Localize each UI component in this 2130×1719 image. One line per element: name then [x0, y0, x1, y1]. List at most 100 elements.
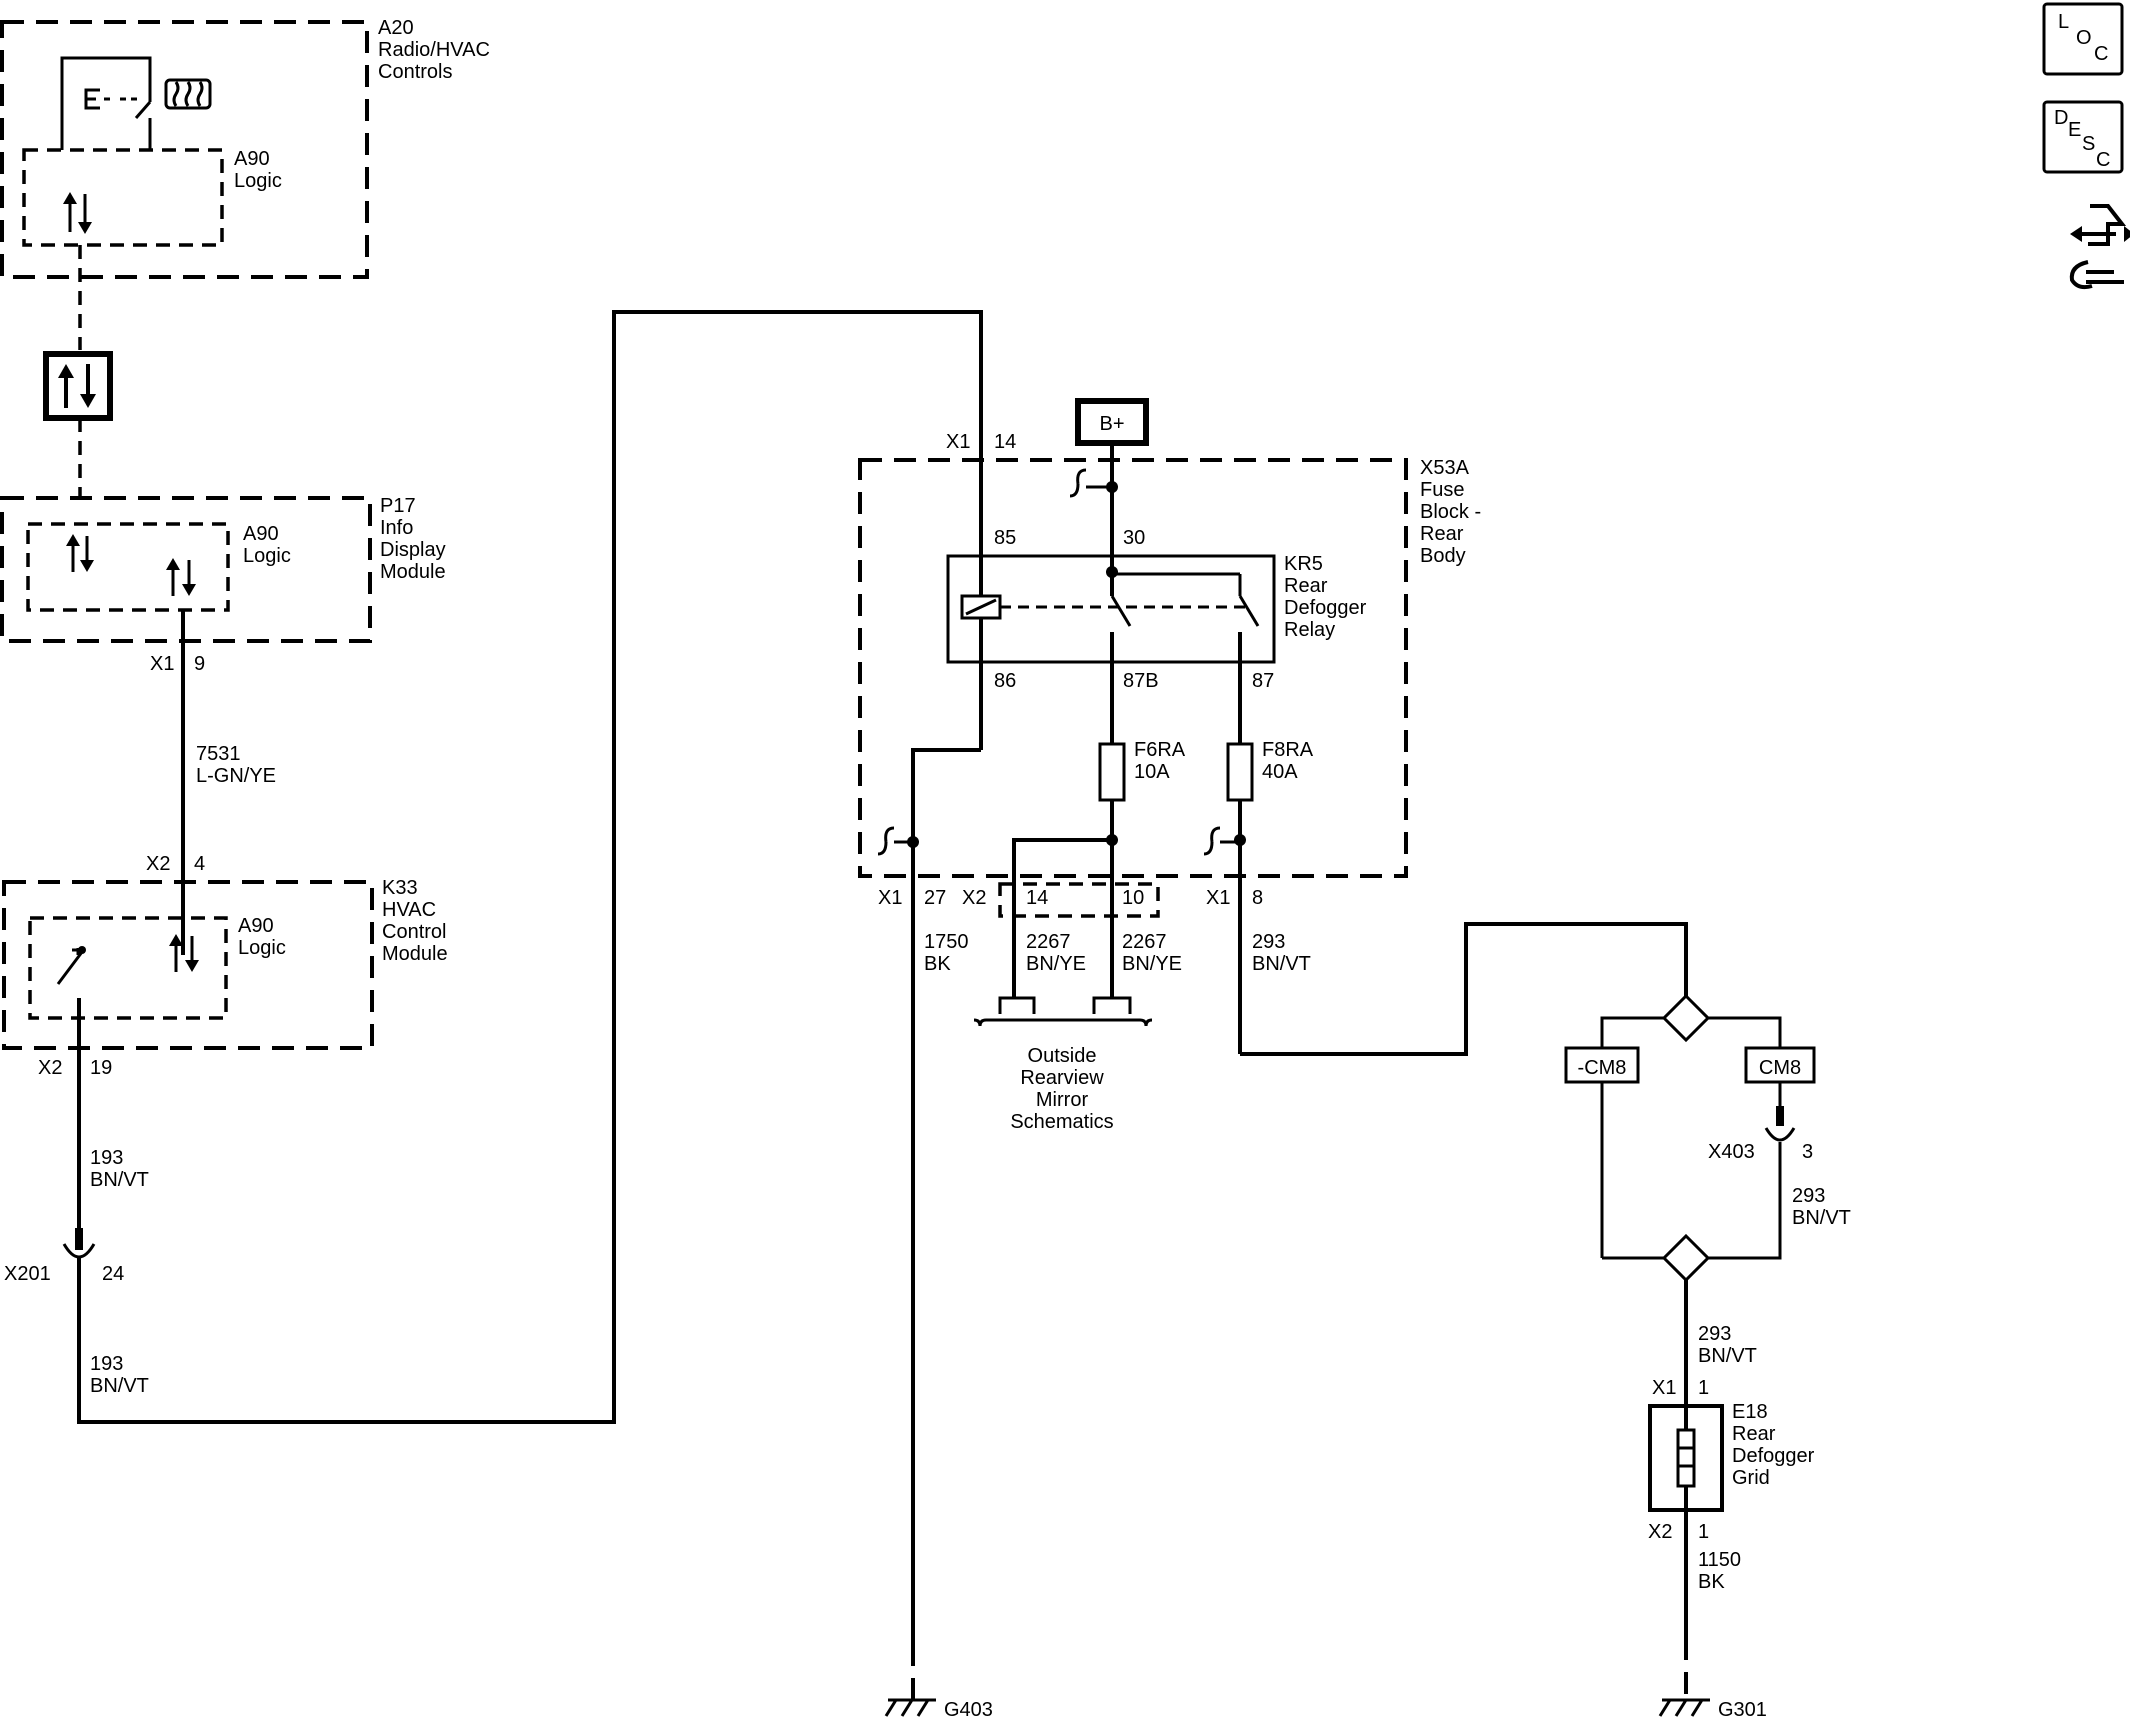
x403-inline-connector	[1764, 1106, 1796, 1142]
wire-2267-color-a: BN/YE	[1026, 953, 1086, 975]
k33-out-connector: X2	[38, 1057, 62, 1079]
data-arrows-icon	[66, 534, 94, 572]
x403-connector: X403	[1708, 1141, 1755, 1163]
x53a-top-pin: 14	[994, 431, 1016, 453]
wire-293-number-b: 293	[1698, 1323, 1731, 1345]
x53a-id: X53A	[1420, 457, 1470, 479]
p17-info-display-module: P17 Info Display Module A90 Logic	[0, 495, 446, 643]
data-arrows-icon	[169, 934, 199, 972]
desc-icon-e: E	[2068, 119, 2081, 141]
connector-end-view-icon[interactable]	[2069, 204, 2130, 290]
cm8-negative-option: -CM8	[1564, 1046, 1640, 1084]
wire-1150-number: 1150	[1698, 1549, 1741, 1571]
f6ra-id: F6RA	[1134, 739, 1186, 761]
e18-label-1: Rear	[1732, 1423, 1776, 1445]
k33-logic-label: Logic	[238, 937, 286, 959]
k33-id: K33	[382, 877, 418, 899]
kr5-rear-defogger-relay: 85 30 KR5 Rear Defogger Relay 86 87B 87	[946, 527, 1367, 750]
loc-icon-l: L	[2058, 11, 2069, 33]
x53a-label-2: Block -	[1420, 501, 1481, 523]
rear-defog-switch	[60, 56, 152, 150]
k33-in-pin: 4	[194, 853, 205, 875]
location-view-button[interactable]: L O C	[2042, 2, 2124, 76]
a20-label-1: Radio/HVAC	[378, 39, 490, 61]
x53a-gnd-connector: X1	[878, 887, 902, 909]
f8ra-rating: 40A	[1262, 761, 1298, 783]
kr5-id: KR5	[1284, 553, 1323, 575]
x53a-label-3: Rear	[1420, 523, 1464, 545]
wire-2267-number-b: 2267	[1122, 931, 1167, 953]
rear-defog-icon	[164, 78, 212, 110]
wire-293-color-c: BN/VT	[1792, 1207, 1851, 1229]
mirror-schematic-reference: Outside Rearview Mirror Schematics	[973, 996, 1153, 1133]
e18-label-2: Defogger	[1732, 1445, 1815, 1467]
mirror-label-1: Outside	[1028, 1045, 1097, 1067]
e18-id: E18	[1732, 1401, 1768, 1423]
p17-id: P17	[380, 495, 416, 517]
wire-193-color-a: BN/VT	[90, 1169, 149, 1191]
x53a-x2-connector: X2	[962, 887, 986, 909]
mirror-label-4: Schematics	[1010, 1111, 1113, 1133]
cm8-neg-label: -CM8	[1578, 1057, 1627, 1079]
k33-hvac-control-module: K33 HVAC Control Module A90 Logic	[2, 877, 448, 1050]
wire-2267-color-b: BN/YE	[1122, 953, 1182, 975]
a20-logic-id: A90	[234, 148, 270, 170]
p17-label-2: Display	[380, 539, 446, 561]
p17-connector: X1	[150, 653, 174, 675]
x53a-pin-10: 10	[1122, 887, 1144, 909]
p17-label-1: Info	[380, 517, 413, 539]
k33-label-3: Module	[382, 943, 448, 965]
a20-logic-label: Logic	[234, 170, 282, 192]
e18-rear-defogger-grid: E18 Rear Defogger Grid	[1648, 1401, 1815, 1512]
p17-logic-label: Logic	[243, 545, 291, 567]
relay-pin-87: 87	[1252, 670, 1274, 692]
data-arrows-icon	[166, 558, 196, 596]
wire-1750-color: BK	[924, 953, 951, 975]
wire-1750-number: 1750	[924, 931, 969, 953]
x201-pin: 24	[102, 1263, 124, 1285]
e18-x1-pin: 1	[1698, 1377, 1709, 1399]
e18-x2-connector: X2	[1648, 1521, 1672, 1543]
desc-icon-c: C	[2096, 149, 2110, 171]
k33-logic-id: A90	[238, 915, 274, 937]
wire-1150-color: BK	[1698, 1571, 1725, 1593]
bplus-label: B+	[1099, 413, 1124, 435]
g301-label: G301	[1718, 1699, 1767, 1719]
wire-7531-number: 7531	[196, 743, 241, 765]
relay-pin-85: 85	[994, 527, 1016, 549]
x53a-label-4: Body	[1420, 545, 1466, 567]
x53a-gnd-pin: 27	[924, 887, 946, 909]
relay-pin-30: 30	[1123, 527, 1145, 549]
relay-pin-87b: 87B	[1123, 670, 1159, 692]
k33-label-2: Control	[382, 921, 446, 943]
g403-label: G403	[944, 1699, 993, 1719]
p17-label-3: Module	[380, 561, 446, 583]
e18-x1-connector: X1	[1652, 1377, 1676, 1399]
ground-g301: G301	[1658, 1698, 1767, 1719]
k33-label-1: HVAC	[382, 899, 436, 921]
battery-positive-source: B+	[1075, 398, 1149, 446]
f6ra-rating: 10A	[1134, 761, 1170, 783]
k33-out-pin: 19	[90, 1057, 112, 1079]
wire-193-color-b: BN/VT	[90, 1375, 149, 1397]
wire-193-number-a: 193	[90, 1147, 123, 1169]
description-view-button[interactable]: D E S C	[2042, 100, 2124, 174]
x53a-out-connector: X1	[1206, 887, 1230, 909]
e18-x2-pin: 1	[1698, 1521, 1709, 1543]
loc-icon-c: C	[2094, 43, 2108, 65]
wire-2267-number-a: 2267	[1026, 931, 1071, 953]
ground-g403: G403	[884, 1698, 993, 1719]
mirror-label-2: Rearview	[1020, 1067, 1104, 1089]
x53a-out-pin: 8	[1252, 887, 1263, 909]
data-arrows-icon	[63, 192, 92, 234]
f8ra-id: F8RA	[1262, 739, 1314, 761]
x53a-fuse-block-rear-body: X53A Fuse Block - Rear Body	[858, 457, 1481, 878]
a20-id: A20	[378, 17, 414, 39]
x53a-label-1: Fuse	[1420, 479, 1464, 501]
p17-logic-id: A90	[243, 523, 279, 545]
cm8-splice-bottom	[1661, 1233, 1711, 1283]
x53a-pin-14: 14	[1026, 887, 1048, 909]
cm8-splice-top	[1661, 993, 1711, 1043]
x201-connector: X201	[4, 1263, 51, 1285]
wire-293-color-a: BN/VT	[1252, 953, 1311, 975]
